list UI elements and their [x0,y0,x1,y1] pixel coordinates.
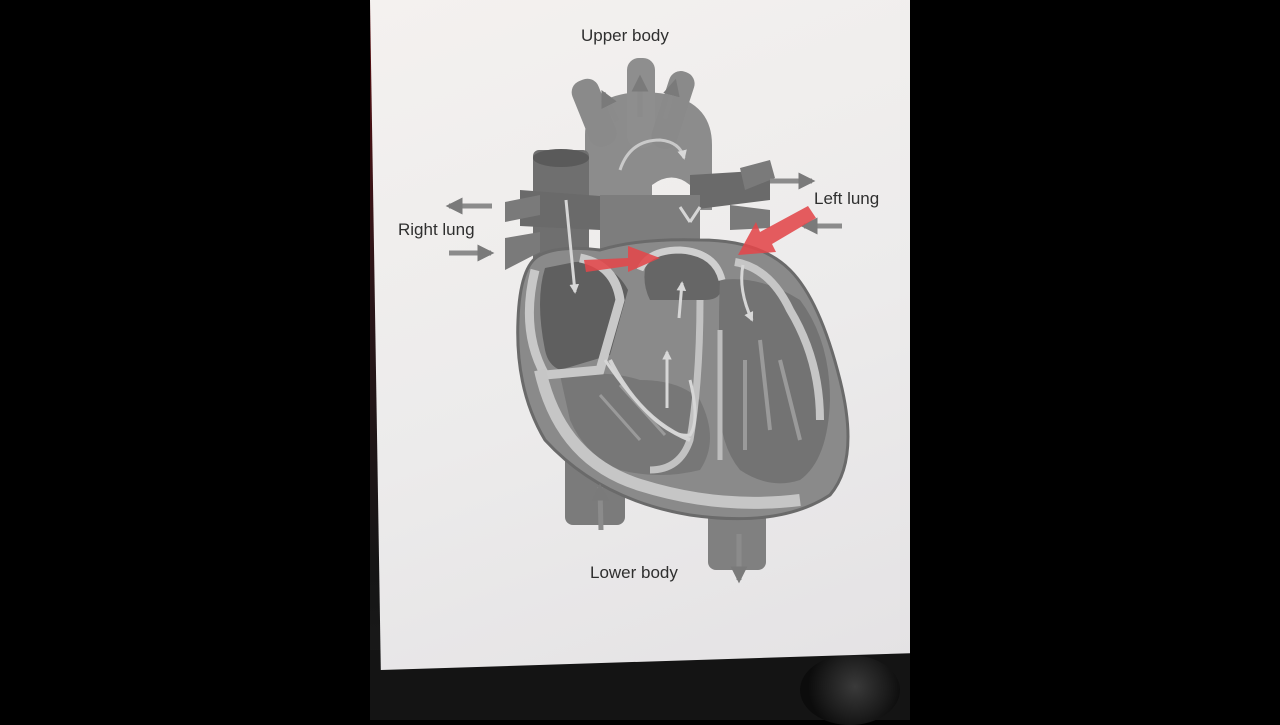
highlight-arrows [584,206,816,272]
external-arrows [445,74,842,584]
highlight-arrow-icon [738,206,816,255]
internal-flow-arrows [564,199,754,437]
label-left-lung: Left lung [814,189,880,208]
arrow-icon [662,78,680,120]
label-lower-body: Lower body [590,563,678,582]
label-upper-body: Upper body [581,26,669,45]
chair-knob [800,655,900,725]
arrow-icon [600,89,620,123]
label-right-lung: Right lung [398,220,475,239]
pulmonary-vessels [505,160,775,270]
heart-body [516,238,850,521]
highlight-arrow-icon [584,246,660,272]
arrow-icon [591,483,609,531]
